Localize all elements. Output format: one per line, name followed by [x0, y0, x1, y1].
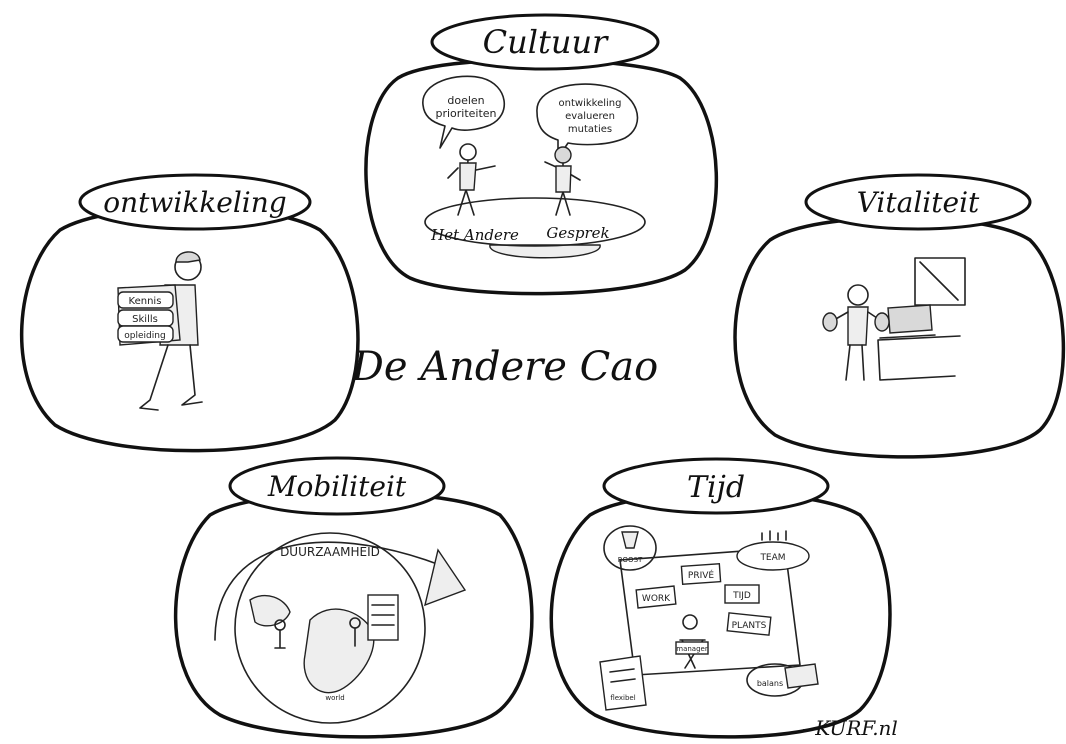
pot-vitaliteit: Vitaliteit	[733, 173, 1066, 459]
svg-text:manager: manager	[676, 645, 708, 653]
conversation-platform: Het Andere Gesprek	[424, 197, 646, 259]
svg-text:Kennis: Kennis	[129, 296, 162, 307]
pot-mobiliteit: Mobiliteit DUURZAAMHEID world	[173, 456, 534, 739]
svg-text:doelen: doelen	[447, 94, 484, 107]
backpack-icon: Kennis Skills opleiding	[117, 284, 181, 346]
person-left-icon	[447, 143, 496, 216]
globe-icon	[234, 532, 426, 724]
info-panel-icon	[367, 594, 399, 641]
speech-bubble-right: ontwikkeling evalueren mutaties	[536, 83, 639, 159]
svg-text:Skills: Skills	[132, 314, 158, 325]
person-with-dumbbells-icon	[822, 284, 890, 381]
director-chair-icon: manager	[675, 614, 709, 669]
notes-group: WORK PRIVÉ TIJD PLANTS	[635, 562, 772, 636]
svg-text:Het Andere: Het Andere	[430, 226, 519, 244]
speech-bubble-left: doelen prioriteiten	[422, 75, 505, 149]
pot-label-mobiliteit: Mobiliteit	[267, 470, 407, 503]
svg-text:balans: balans	[757, 679, 783, 688]
planning-board-icon	[619, 547, 801, 676]
svg-text:DUURZAAMHEID: DUURZAAMHEID	[280, 545, 380, 559]
svg-text:Gesprek: Gesprek	[546, 224, 609, 242]
sustainability-arrow-icon: DUURZAAMHEID	[214, 541, 467, 641]
svg-text:mutaties: mutaties	[568, 124, 612, 135]
svg-text:opleiding: opleiding	[124, 331, 165, 341]
svg-text:prioriteiten: prioriteiten	[435, 107, 496, 120]
svg-text:TIJD: TIJD	[732, 591, 751, 601]
pot-ontwikkeling: ontwikkeling Kennis Skills opleiding	[19, 173, 360, 453]
pot-cultuur: Cultuur doelen prioriteiten ontwikkeling…	[364, 13, 718, 296]
desk-icon	[877, 335, 961, 381]
svg-text:PLANTS: PLANTS	[732, 621, 767, 631]
pot-tijd: Tijd WORK PRIVÉ TIJD PLANTS ROOST TEAM	[549, 457, 892, 739]
svg-text:ontwikkeling: ontwikkeling	[559, 98, 622, 109]
thought-cloud-icon: ROOST	[603, 525, 657, 571]
pot-label-vitaliteit: Vitaliteit	[857, 186, 980, 219]
balance-platform-icon: balans	[746, 663, 819, 697]
svg-text:flexibel: flexibel	[610, 694, 635, 702]
checklist-paper-icon: flexibel	[599, 655, 647, 711]
credit-text: - KURF.nl	[802, 716, 898, 740]
team-badge-icon: TEAM	[736, 530, 810, 571]
svg-text:WORK: WORK	[642, 594, 671, 604]
small-figures-icon	[274, 617, 361, 649]
window-icon	[914, 257, 966, 306]
pot-label-cultuur: Cultuur	[483, 23, 609, 61]
svg-text:PRIVÉ: PRIVÉ	[688, 569, 714, 581]
svg-text:evalueren: evalueren	[565, 111, 615, 122]
laptop-icon	[879, 304, 936, 339]
diagram-title: De Andere Cao	[351, 344, 658, 390]
pot-label-tijd: Tijd	[687, 470, 745, 505]
svg-text:TEAM: TEAM	[759, 553, 785, 563]
svg-text:ROOST: ROOST	[618, 556, 643, 564]
pot-label-ontwikkeling: ontwikkeling	[103, 186, 286, 219]
svg-text:world: world	[325, 694, 344, 702]
person-right-icon	[544, 146, 581, 216]
